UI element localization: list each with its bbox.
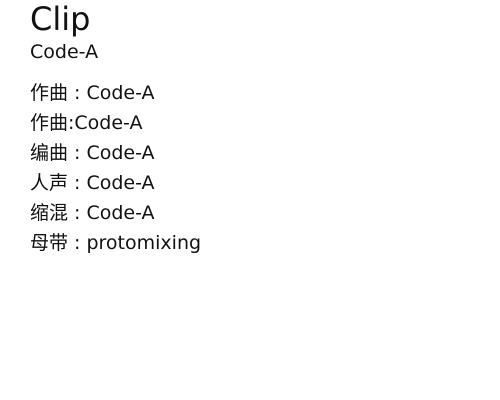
credit-line-mixing: 缩混 : Code-A xyxy=(30,202,155,224)
song-title: Clip xyxy=(30,0,91,38)
credit-line-vocals: 人声 : Code-A xyxy=(30,172,155,194)
credit-line-composer-alt: 作曲:Code-A xyxy=(30,112,143,134)
credit-line-mastering: 母带 : protomixing xyxy=(30,232,202,254)
credit-line-arranger: 编曲 : Code-A xyxy=(30,142,155,164)
credits-list: 作曲 : Code-A 作曲:Code-A 编曲 : Code-A 人声 : C… xyxy=(30,80,201,260)
credit-line-composer: 作曲 : Code-A xyxy=(30,82,155,104)
artist-name: Code-A xyxy=(30,41,99,63)
